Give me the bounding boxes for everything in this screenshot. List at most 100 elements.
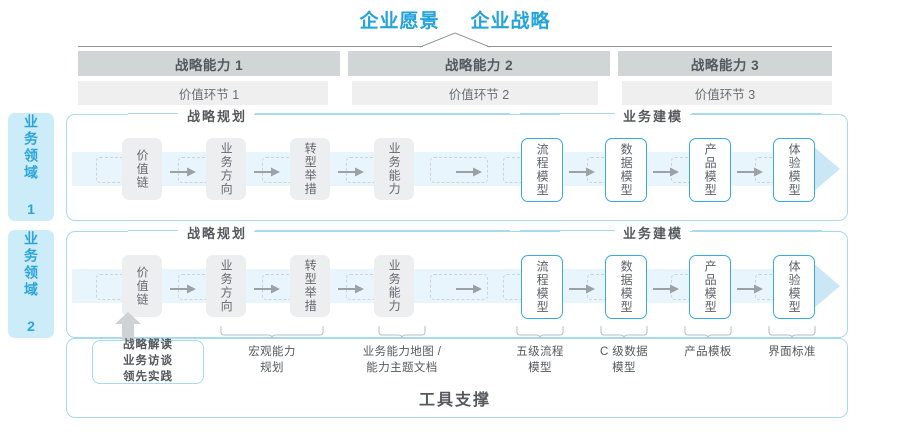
node-1-business-capability[interactable]: 业务能力 (374, 138, 414, 200)
section-label-planning-1: 战略规划 (180, 106, 255, 126)
node-2-transformation-measures-label: 转型举措 (303, 259, 318, 313)
capability-bar-1[interactable]: 战略能力 1 (78, 51, 340, 76)
tool-caption-product-template: 产品模板 (658, 345, 758, 361)
tool-caption-macro-capability-line-2: 规划 (260, 361, 284, 374)
domain-tab-1[interactable]: 业务领域 1 (8, 113, 54, 221)
page-title: 企业愿景 企业战略 (0, 6, 910, 33)
node-2-process-model-label: 流程模型 (535, 260, 550, 314)
section-label-modeling-1-text: 业务建模 (616, 109, 691, 124)
node-2-business-direction-label: 业务方向 (219, 259, 234, 313)
title-enterprise-strategy: 企业战略 (470, 11, 551, 32)
section-rule-1d (692, 113, 822, 115)
tool-caption-process-model-line-2: 模型 (528, 361, 552, 374)
section-rule-2c (520, 230, 615, 232)
brace-product-template-icon (684, 325, 732, 339)
brace-ui-standard-icon (768, 325, 816, 339)
section-label-planning-2: 战略规划 (180, 223, 255, 243)
node-1-business-direction-label: 业务方向 (219, 142, 234, 196)
node-1-data-model[interactable]: 数据模型 (605, 138, 647, 202)
title-enterprise-vision: 企业愿景 (359, 11, 440, 32)
value-chain-label-2[interactable]: 价值环节 2 (448, 87, 510, 102)
brace-process-model-icon (516, 325, 564, 339)
arrow-2-5-icon (653, 281, 679, 294)
node-1-process-model[interactable]: 流程模型 (521, 138, 563, 202)
tool-caption-data-model: C 级数据 模型 (574, 345, 674, 376)
node-2-product-model-label: 产品模型 (703, 260, 718, 314)
node-2-experience-model-label: 体验模型 (787, 260, 802, 314)
node-2-value-chain[interactable]: 价值链 (122, 255, 162, 317)
value-chain-band (78, 81, 832, 105)
tool-callout[interactable]: 战略解读 业务访谈 领先实践 (92, 338, 204, 386)
arrow-1-5-icon (653, 164, 679, 177)
node-1-product-model-label: 产品模型 (703, 143, 718, 197)
tool-caption-product-template-line-1: 产品模板 (684, 346, 732, 358)
tool-support-title: 工具支撑 (418, 392, 491, 409)
tool-caption-capability-map-line-2: 能力主题文档 (366, 361, 438, 374)
node-2-business-direction[interactable]: 业务方向 (206, 255, 246, 317)
section-rule-2d (692, 230, 822, 232)
arrow-2-4-icon (569, 281, 595, 294)
tool-callout-line-1: 战略解读 (123, 339, 173, 352)
section-label-modeling-2: 业务建模 (616, 223, 691, 243)
node-2-transformation-measures[interactable]: 转型举措 (290, 255, 330, 317)
section-rule-1a (128, 113, 178, 115)
domain-tab-1-label: 业务领域 1 (23, 114, 39, 220)
arrow-2-2-icon (338, 281, 364, 294)
node-2-process-model[interactable]: 流程模型 (521, 255, 563, 319)
node-1-business-direction[interactable]: 业务方向 (206, 138, 246, 200)
node-1-business-capability-label: 业务能力 (387, 142, 402, 196)
arrow-1-4-icon (569, 164, 595, 177)
section-label-modeling-1: 业务建模 (616, 106, 691, 126)
title-chevron-icon (419, 32, 491, 48)
arrow-2-0-icon (170, 281, 196, 294)
tool-caption-data-model-line-2: 模型 (612, 361, 636, 374)
tool-callout-line-3: 领先实践 (123, 370, 173, 383)
tool-caption-macro-capability: 宏观能力 规划 (212, 345, 332, 376)
arrow-2-1-icon (254, 281, 280, 294)
value-chain-label-3[interactable]: 价值环节 3 (694, 87, 756, 102)
section-rule-1b (255, 113, 510, 115)
tool-callout-text: 战略解读 业务访谈 领先实践 (123, 338, 173, 386)
node-1-value-chain-label: 价值链 (135, 148, 150, 190)
slot-1-4 (430, 157, 488, 183)
capability-bar-3[interactable]: 战略能力 3 (618, 51, 832, 76)
arrow-1-1-icon (254, 164, 280, 177)
node-2-data-model-label: 数据模型 (619, 260, 634, 314)
node-1-value-chain[interactable]: 价值链 (122, 138, 162, 200)
node-2-value-chain-label: 价值链 (135, 265, 150, 307)
capability-bar-2[interactable]: 战略能力 2 (348, 51, 610, 76)
node-1-experience-model-label: 体验模型 (787, 143, 802, 197)
tool-callout-arrow-icon (115, 312, 141, 340)
brace-data-model-icon (600, 325, 648, 339)
node-1-experience-model[interactable]: 体验模型 (773, 138, 815, 202)
node-2-data-model[interactable]: 数据模型 (605, 255, 647, 319)
node-2-product-model[interactable]: 产品模型 (689, 255, 731, 319)
node-1-data-model-label: 数据模型 (619, 143, 634, 197)
value-chain-label-1[interactable]: 价值环节 1 (178, 87, 240, 102)
tool-caption-process-model-line-1: 五级流程 (516, 346, 564, 358)
tool-caption-capability-map: 业务能力地图 / 能力主题文档 (342, 345, 462, 376)
value-chain-chevron-1-icon (328, 81, 352, 105)
section-label-modeling-2-text: 业务建模 (616, 226, 691, 241)
arrow-1-0-icon (170, 164, 196, 177)
node-2-business-capability-label: 业务能力 (387, 259, 402, 313)
section-rule-2a (128, 230, 178, 232)
node-2-experience-model[interactable]: 体验模型 (773, 255, 815, 319)
brace-macro-capability-icon (220, 325, 324, 339)
section-rule-1c (520, 113, 615, 115)
tool-caption-capability-map-line-1: 业务能力地图 / (362, 346, 442, 358)
tool-callout-line-2: 业务访谈 (123, 355, 173, 368)
tool-caption-ui-standard-line-1: 界面标准 (768, 346, 816, 358)
domain-tab-2-label: 业务领域 2 (23, 231, 39, 337)
node-1-product-model[interactable]: 产品模型 (689, 138, 731, 202)
node-1-transformation-measures-label: 转型举措 (303, 142, 318, 196)
tool-caption-data-model-line-1: C 级数据 (600, 346, 648, 358)
domain-tab-2[interactable]: 业务领域 2 (8, 230, 54, 338)
tool-caption-macro-capability-line-1: 宏观能力 (248, 346, 296, 358)
node-1-transformation-measures[interactable]: 转型举措 (290, 138, 330, 200)
section-label-planning-1-text: 战略规划 (180, 109, 255, 124)
arrow-2-6-icon (737, 281, 763, 294)
value-chain-chevron-2-icon (598, 81, 622, 105)
node-2-business-capability[interactable]: 业务能力 (374, 255, 414, 317)
